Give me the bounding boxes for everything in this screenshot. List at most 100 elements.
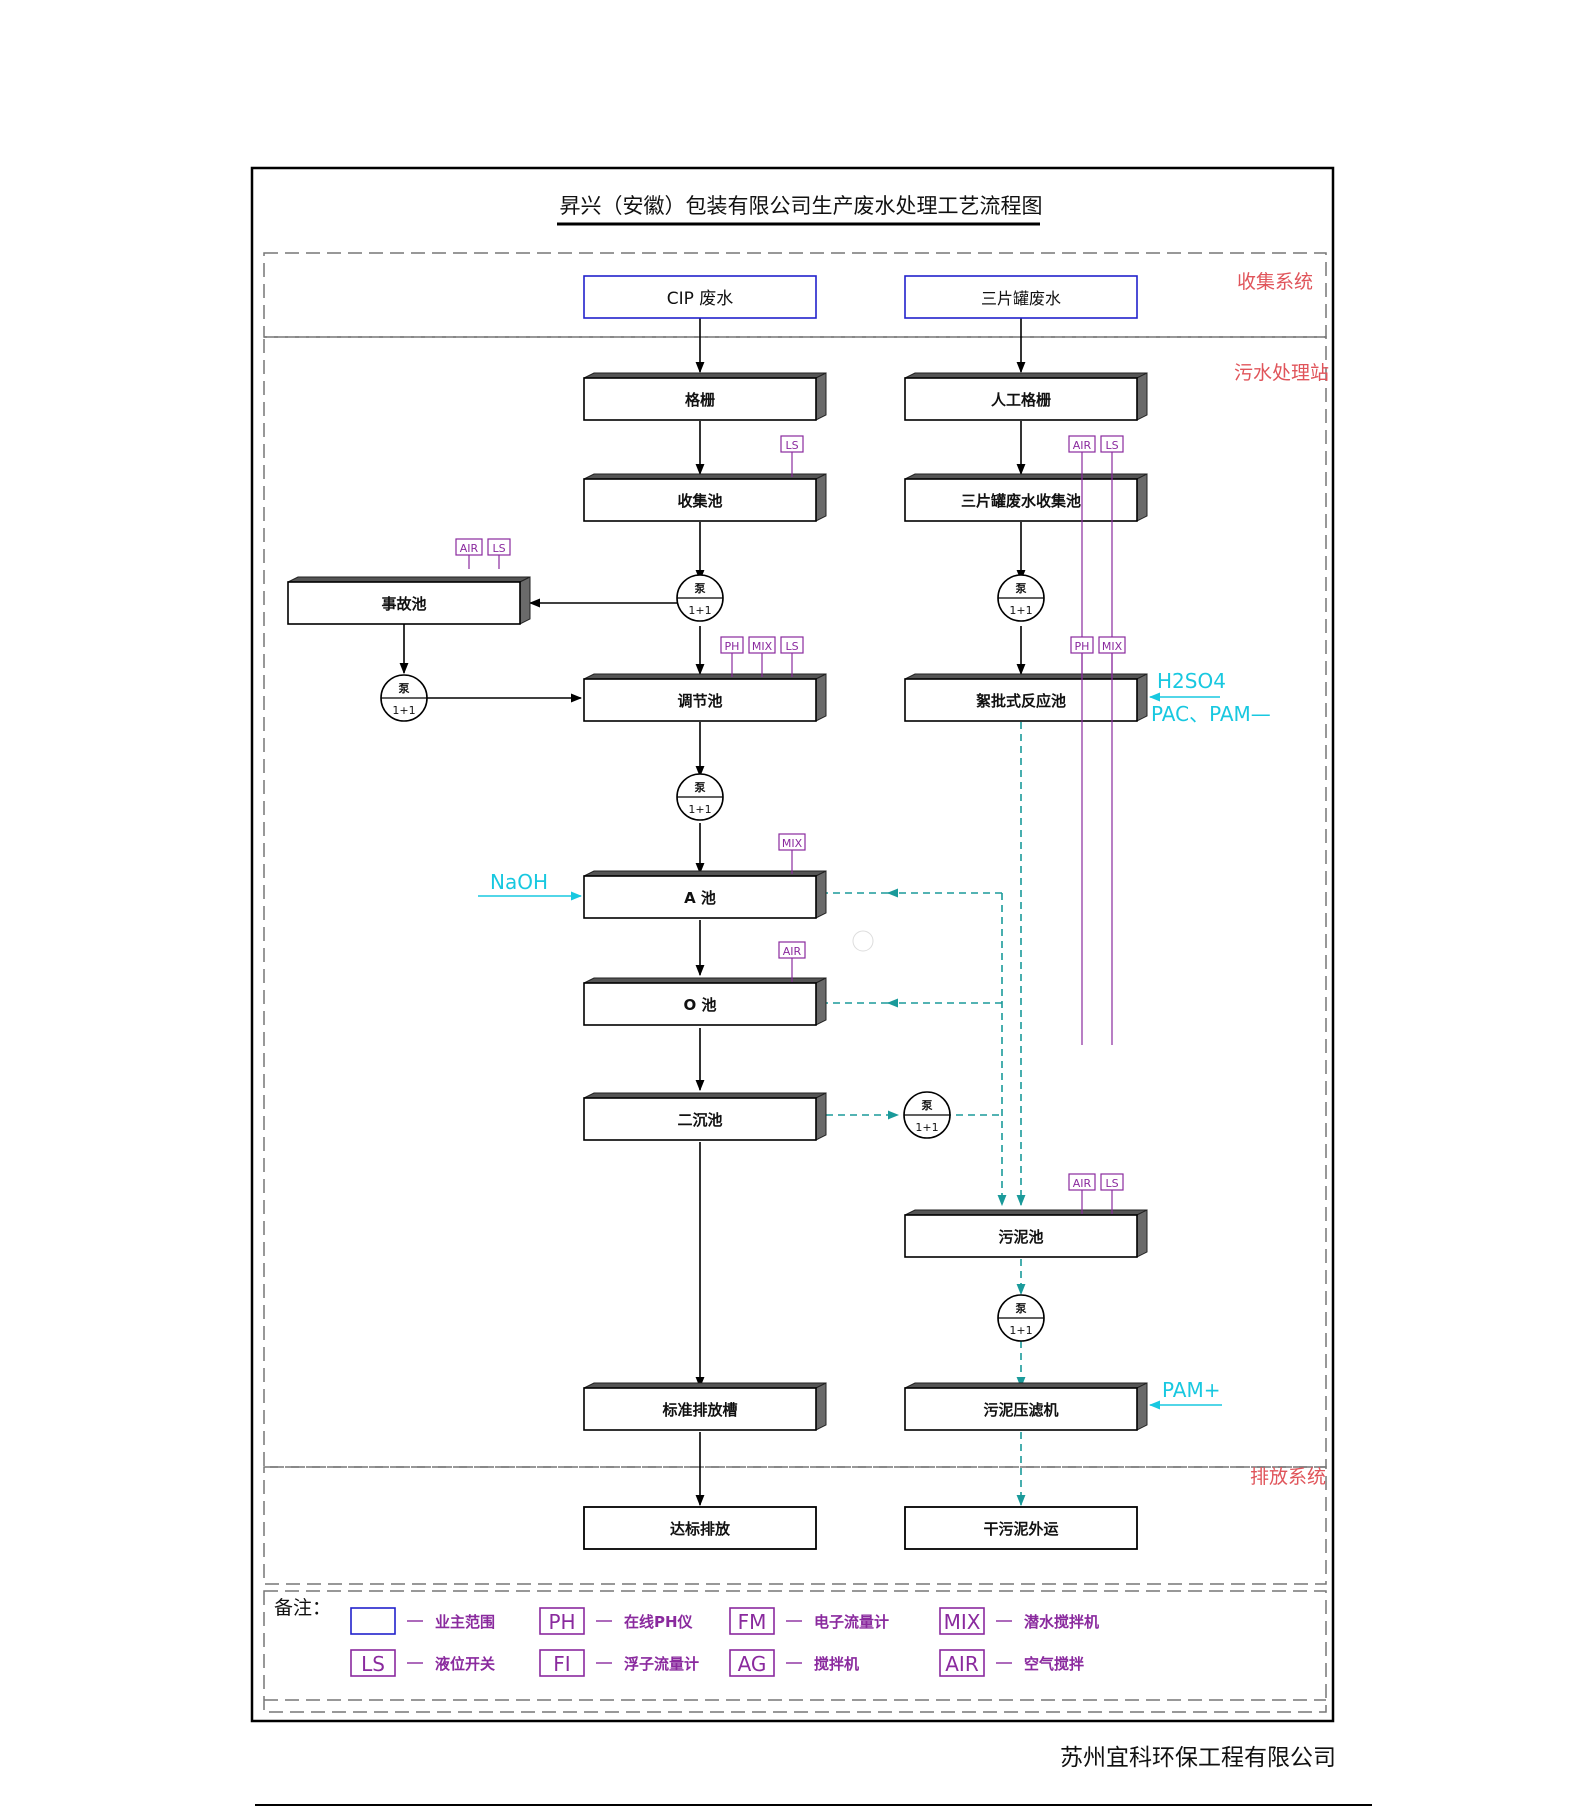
unit-label: CIP 废水 [667, 289, 734, 309]
unit-sludge-filter-press: 污泥压滤机 [904, 1382, 1148, 1431]
unit-label: 污泥压滤机 [983, 1401, 1058, 1419]
unit-can-wastewater: 三片罐废水 [904, 275, 1138, 319]
tag-label: LS [785, 640, 798, 653]
unit-label: 三片罐废水 [981, 289, 1061, 308]
tag-label: PH [725, 640, 740, 653]
unit-screen: 格栅 [583, 372, 827, 421]
pump-spec: 1+1 [1009, 1324, 1032, 1337]
unit-label: 干污泥外运 [983, 1520, 1058, 1538]
tag-label: LS [785, 439, 798, 452]
unit-label: 二沉池 [677, 1111, 722, 1129]
legend-item-4: MIX 潜水搅拌机 [939, 1607, 1099, 1635]
pump-label: 泵 [695, 781, 706, 794]
unit-label: 事故池 [381, 595, 426, 613]
unit-label: 人工格栅 [991, 391, 1051, 409]
legend-desc: 潜水搅拌机 [1024, 1613, 1099, 1631]
tag-ls-14: LS [1100, 1173, 1124, 1214]
chemical-h2so4: H2SO4 [1157, 669, 1226, 693]
legend-symbol: FI [553, 1652, 570, 1676]
pump-4: 泵 1+1 [676, 773, 724, 821]
tag-air-13: AIR [1068, 1173, 1096, 1214]
pump-label: 泵 [695, 582, 706, 595]
unit-label: 调节池 [677, 692, 722, 710]
pump-2: 泵1+1 [997, 574, 1045, 622]
unit-label: 污泥池 [998, 1228, 1043, 1246]
unit-secondary-clarifier: 二沉池 [583, 1092, 827, 1141]
unit-compliant-discharge: 达标排放 [583, 1506, 817, 1550]
legend-item-8: AIR 空气搅拌 [939, 1649, 1084, 1677]
legend-symbol: LS [361, 1652, 385, 1676]
tag-ls-5: LS [487, 538, 511, 569]
tag-label: LS [492, 542, 505, 555]
legend-desc: 在线PH仪 [624, 1613, 694, 1631]
unit-label: 收集池 [677, 492, 722, 510]
tag-label: LS [1105, 439, 1118, 452]
legend-desc: 业主范围 [435, 1613, 495, 1631]
faint-marker [852, 930, 874, 952]
pump-label: 泵 [1016, 1302, 1027, 1315]
legend-desc: 电子流量计 [814, 1613, 889, 1631]
legend-item-5: LS 液位开关 [350, 1649, 495, 1677]
tag-air-12: AIR [778, 941, 806, 982]
tag-ls-8: LS [780, 636, 804, 677]
pump-3: 泵 1+1 [380, 674, 428, 722]
unit-manual-screen: 人工格栅 [904, 372, 1148, 421]
legend-heading: 备注： [274, 1597, 331, 1619]
tag-label: AIR [1073, 439, 1092, 452]
unit-dry-sludge-out: 干污泥外运 [904, 1506, 1138, 1550]
legend-desc: 空气搅拌 [1024, 1655, 1084, 1673]
pump-spec: 1+1 [392, 704, 415, 717]
collection-zone [263, 252, 1327, 338]
zone-label-treatment: 污水处理站 [1234, 362, 1329, 384]
unit-label: O 池 [684, 996, 717, 1014]
chemical-naoh: NaOH [490, 870, 548, 894]
unit-label: A 池 [684, 889, 716, 907]
legend-symbol: PH [548, 1610, 575, 1634]
tag-ls-3: LS [1100, 435, 1124, 1045]
tag-air-4: AIR [455, 538, 483, 569]
drawing-border [250, 166, 1335, 1723]
unit-o-tank: O 池 [583, 977, 827, 1026]
zone-label-discharge: 排放系统 [1250, 1466, 1326, 1488]
unit-a-tank: A 池 [583, 870, 827, 919]
legend-item-6: FI 浮子流量计 [539, 1649, 699, 1677]
tag-label: MIX [782, 837, 803, 850]
pump-label: 泵 [922, 1099, 933, 1112]
legend-symbol: MIX [944, 1610, 981, 1634]
unit-label: 达标排放 [670, 1520, 731, 1538]
tag-label: PH [1075, 640, 1090, 653]
tag-label: MIX [1102, 640, 1123, 653]
chemical-pac-pam: PAC、PAM— [1151, 702, 1271, 726]
pump-6: 泵 1+1 [997, 1294, 1045, 1342]
pump-label: 泵 [399, 682, 410, 695]
tag-mix-11: MIX [778, 833, 806, 874]
unit-standard-discharge-tank: 标准排放槽 [583, 1382, 827, 1431]
legend-symbol: AG [738, 1652, 767, 1676]
zone-label-collection: 收集系统 [1237, 271, 1313, 293]
pump-spec: 1+1 [688, 604, 711, 617]
unit-accident-tank: 事故池 [287, 576, 531, 625]
tag-mix-7: MIX [748, 636, 776, 677]
legend-zone [263, 1590, 1327, 1713]
tag-label: MIX [752, 640, 773, 653]
unit-label: 标准排放槽 [661, 1401, 737, 1419]
unit-can-collection-tank: 三片罐废水收集池 [904, 473, 1148, 522]
tag-label: LS [1105, 1177, 1118, 1190]
legend-symbol: AIR [945, 1652, 979, 1676]
legend-desc: 浮子流量计 [624, 1655, 699, 1673]
legend-item-2: PH 在线PH仪 [539, 1607, 694, 1635]
pump-spec: 1+1 [688, 803, 711, 816]
unit-label: 格栅 [685, 391, 715, 409]
pump-5: 泵1+1 [903, 1091, 951, 1139]
tag-label: AIR [1073, 1177, 1092, 1190]
main-flow-lines [399, 318, 1026, 1507]
pump-1: 泵 1+1 [676, 574, 724, 622]
tag-ph-6: PH [720, 636, 744, 677]
unit-collection-tank: 收集池 [583, 473, 827, 522]
unit-cip-wastewater: CIP 废水 [583, 275, 817, 319]
legend-desc: 液位开关 [435, 1655, 495, 1673]
unit-equalization-tank: 调节池 [583, 673, 827, 722]
